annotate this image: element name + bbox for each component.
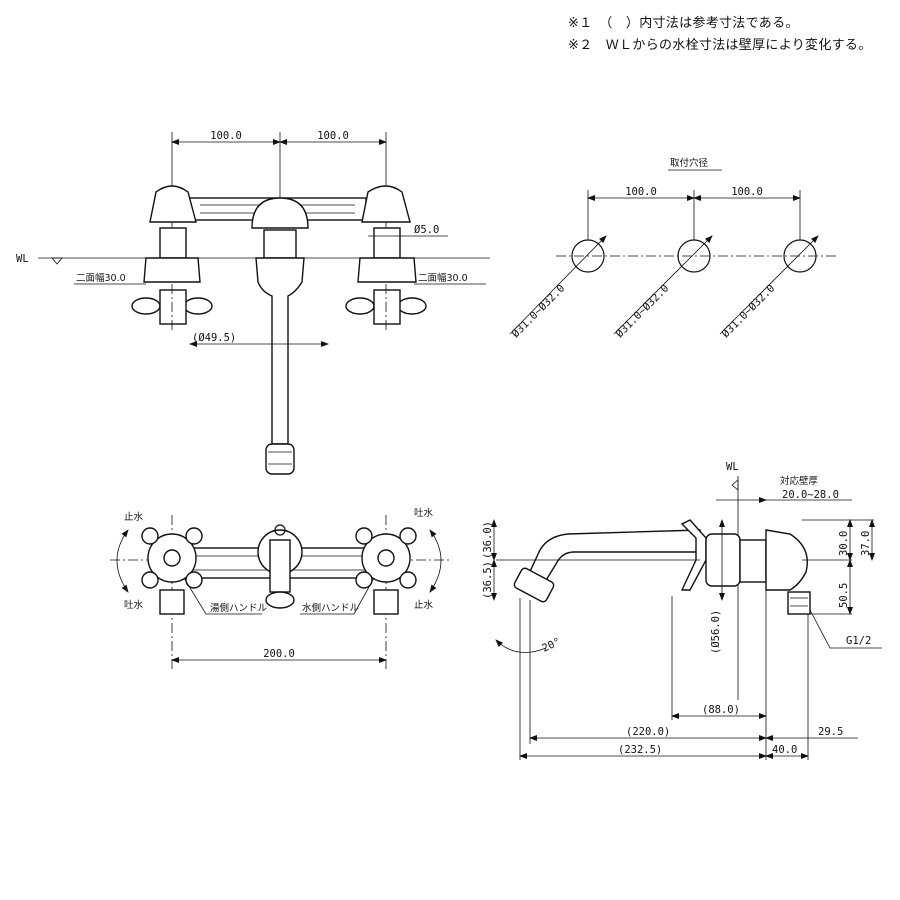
front-spout (255, 257, 305, 445)
mount-hole-1 (571, 239, 605, 273)
side-spout-tip (513, 567, 555, 603)
spout-tip (265, 443, 295, 475)
right-nut (357, 257, 417, 283)
front-spout-dia: (Ø49.5) (192, 332, 236, 344)
side-dim-88: (88.0) (702, 704, 740, 716)
top-left-handle (141, 527, 203, 615)
side-wl-label: WL (726, 461, 739, 473)
side-thread-label: G1/2 (846, 635, 871, 647)
mount-hole-2 (677, 239, 711, 273)
top-spout (257, 524, 303, 609)
mount-hole-label-1: Ø31.0~Ø32.0 (510, 282, 568, 340)
top-cold-handle: 水側ハンドル (302, 602, 360, 614)
mount-dim-right: 100.0 (731, 186, 763, 198)
side-dim-37-0: 37.0 (860, 531, 872, 556)
top-right-handle (355, 527, 417, 615)
note-1: ※１ （ ）内寸法は参考寸法である。 (568, 16, 799, 31)
side-dim-232-5: (232.5) (618, 744, 662, 756)
side-dim-36-0: (36.0) (482, 521, 494, 559)
side-dim-36-5: (36.5) (482, 561, 494, 599)
side-dia-56: (Ø56.0) (710, 610, 722, 654)
side-dim-220: (220.0) (626, 726, 670, 738)
mount-hole-label-2: Ø31.0~Ø32.0 (614, 282, 672, 340)
front-dia-small: Ø5.0 (414, 224, 439, 236)
side-dim-29-5: 29.5 (818, 726, 843, 738)
center-dome (251, 197, 309, 229)
front-view: 100.0 100.0 WL Ø5.0 二面幅30.0 二面幅30.0 (16, 130, 490, 475)
mount-holes-view: 取付穴径 100.0 100.0 Ø31.0~Ø32.0 Ø31.0~Ø32.0… (510, 157, 836, 340)
front-dim-right: 100.0 (317, 130, 349, 142)
top-discharge-left: 吐水 (124, 599, 144, 611)
side-dim-30-0: 30.0 (838, 531, 850, 556)
mount-title: 取付穴径 (670, 157, 709, 169)
side-flange (739, 539, 767, 583)
top-width: 200.0 (263, 648, 295, 660)
side-view: WL 対応壁厚 20.0~28.0 (36.0) (36.5) 30.0 (482, 461, 882, 760)
right-cross-handle (345, 284, 427, 330)
side-wall-cap (765, 529, 808, 591)
left-cross-handle (131, 284, 213, 330)
side-dim-50-5: 50.5 (838, 583, 850, 608)
mount-hole-3 (783, 239, 817, 273)
mount-hole-label-3: Ø31.0~Ø32.0 (720, 282, 778, 340)
side-angle: 20° (540, 636, 562, 655)
note-2: ※２ ＷＬからの水栓寸法は壁厚により変化する。 (568, 38, 872, 53)
left-valve-body (149, 185, 197, 223)
side-dim-40: 40.0 (772, 744, 797, 756)
top-discharge-right: 吐水 (414, 507, 434, 519)
front-wl-label: WL (16, 253, 29, 265)
left-nut (143, 257, 201, 283)
side-valve-body (705, 533, 741, 587)
top-view: 止水 吐水 吐水 止水 湯側ハンドル 水側ハンドル 200.0 (110, 507, 450, 670)
top-stop-right: 止水 (414, 599, 434, 611)
side-thread (787, 591, 811, 615)
right-valve-body (361, 185, 411, 223)
front-flat-left: 二面幅30.0 (76, 272, 126, 284)
top-stop-left: 止水 (124, 511, 144, 523)
side-wall-title: 対応壁厚 (780, 475, 819, 487)
front-dim-left: 100.0 (210, 130, 242, 142)
top-hot-handle: 湯側ハンドル (210, 602, 268, 614)
side-wall-range: 20.0~28.0 (782, 489, 839, 501)
mount-dim-left: 100.0 (625, 186, 657, 198)
front-flat-right: 二面幅30.0 (418, 272, 468, 284)
